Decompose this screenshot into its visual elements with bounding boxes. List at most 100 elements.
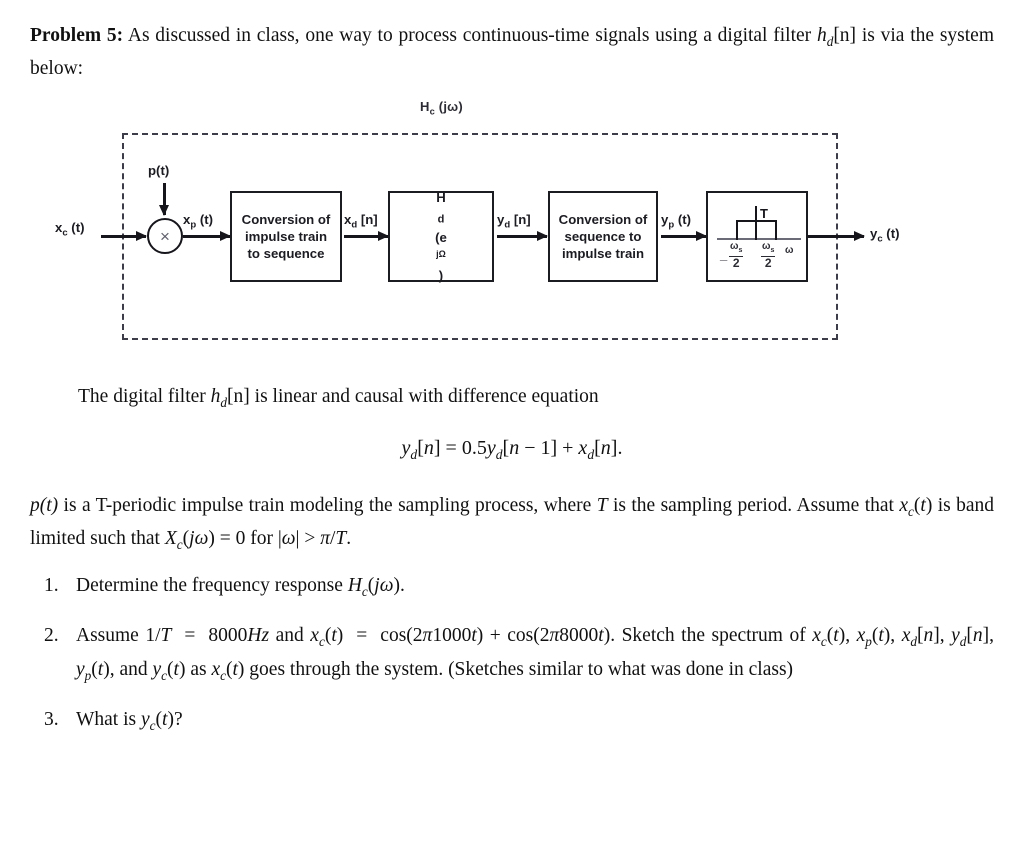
list-item-text-before: Assume — [76, 625, 146, 647]
list-item-math: yc(t) — [140, 709, 174, 734]
hd-symbol: H — [436, 190, 446, 206]
pt-label: p(t) — [148, 163, 169, 178]
sampling-description-paragraph: p(t) is a T-periodic impulse train model… — [30, 492, 994, 558]
block1-line2: impulse train — [244, 229, 328, 244]
list-item-math-4: yc(t) — [152, 658, 186, 683]
list-item-text-mid-2: . Sketch the spectrum of — [610, 625, 813, 647]
list-item: 2.Assume 1/T = 8000Hz and xc(t) = cos(2π… — [30, 622, 994, 689]
list-item-text-before: What is — [76, 709, 141, 731]
lpf-right-denominator: 2 — [764, 256, 772, 270]
difference-equation: yd[n] = 0.5yd[n − 1] + xd[n]. — [401, 437, 623, 462]
block-impulse-train-to-sequence: Conversion of impulse train to sequence — [230, 191, 342, 282]
lpf-left-minus-sign: _ — [720, 247, 728, 262]
yd-subscript: d — [504, 219, 511, 231]
block1-line1: Conversion of — [241, 212, 331, 227]
list-item-number: 2. — [44, 625, 59, 647]
list-item-text-after: goes through the system. (Sketches simil… — [244, 658, 794, 680]
block3-line3: impulse train — [561, 246, 645, 261]
list-item-math-2: xc(t) = cos(2π1000t) + cos(2π8000t) — [310, 625, 611, 650]
arrow-multiplier-to-block1 — [183, 231, 231, 241]
xp-argument: (t) — [196, 212, 213, 227]
xp-signal-label: xp (t) — [183, 212, 213, 231]
multiplier-node: × — [147, 218, 183, 254]
hd-exponent: jΩ — [436, 249, 446, 260]
block3-line1: Conversion of — [558, 212, 648, 227]
pt-para-text-2: is a T-periodic impulse train modeling t… — [58, 495, 597, 516]
hd-subscript: d — [437, 214, 445, 227]
pt-para-text-5: for — [245, 527, 278, 549]
yp-argument: (t) — [674, 212, 691, 227]
intro-filter-symbol: h — [816, 25, 827, 46]
yd-argument: [n] — [510, 212, 531, 227]
arrow-block1-to-block2 — [344, 231, 389, 241]
arrow-pt-to-multiplier — [159, 183, 169, 216]
yp-signal-label: yp (t) — [661, 212, 691, 231]
multiply-icon: × — [160, 226, 170, 246]
list-item-math-5: xc(t) — [211, 658, 245, 683]
arrow-block3-to-lpf — [661, 231, 707, 241]
block3-line2: sequence to — [564, 229, 642, 244]
xd-argument: [n] — [357, 212, 378, 227]
list-item-math-3: xc(t), xp(t), xd[n], yd[n], yp(t), — [76, 625, 995, 683]
lpf-frequency-axis — [717, 238, 801, 241]
list-item-text-mid-1: and — [269, 625, 311, 647]
filter-para-text-1: The digital filter — [78, 386, 211, 407]
filter-para-symbol-arg: [n] — [227, 386, 250, 407]
problem-intro-text-2: is via the system below: — [30, 25, 994, 79]
problem-label: Problem 5: — [30, 25, 124, 46]
problem-intro-paragraph: Problem 5: As discussed in class, one wa… — [30, 22, 994, 82]
lpf-right-omega: ω — [762, 241, 771, 252]
lpf-left-denominator: 2 — [732, 256, 740, 270]
xc-subscript: c — [62, 227, 68, 239]
xc-argument: (t) — [67, 220, 85, 235]
lpf-axis-label: ω — [785, 245, 794, 256]
list-item: 3. What is yc(t)? — [30, 706, 994, 739]
xd-signal-label: xd [n] — [344, 212, 378, 231]
lpf-right-cutoff-label: ωs 2 — [761, 241, 776, 270]
lpf-gain-tick — [755, 206, 758, 240]
intro-filter-argument: [n] — [833, 25, 857, 46]
pt-para-xc: xc(t) — [899, 495, 933, 519]
filter-para-text-2: is linear and causal with difference equ… — [249, 386, 599, 407]
yc-subscript: c — [877, 233, 883, 245]
xc-symbol: x — [55, 220, 63, 235]
problem-intro-text-1: As discussed in class, one way to proces… — [127, 25, 817, 46]
xp-symbol: x — [183, 212, 191, 227]
yd-signal-label: yd [n] — [497, 212, 531, 231]
xd-symbol: x — [344, 212, 352, 227]
system-transfer-function-label: Hc (jω) — [420, 99, 463, 117]
pt-text: p(t) — [148, 163, 170, 178]
yc-symbol: y — [870, 226, 878, 241]
arrow-lpf-to-output — [808, 231, 865, 241]
lpf-gain-label: T — [760, 206, 768, 221]
yp-subscript: p — [668, 219, 675, 231]
filter-para-symbol: h — [210, 386, 221, 407]
hd-argument-close: ) — [438, 267, 444, 283]
lpf-left-omega: ω — [730, 241, 739, 252]
block1-line3: to sequence — [247, 246, 325, 261]
xd-subscript: d — [351, 219, 358, 231]
yc-argument: (t) — [882, 226, 900, 241]
pt-para-condition: |ω| > π/T — [277, 527, 347, 549]
list-item-text-mid-3: and — [114, 658, 153, 680]
list-item-text-mid-4: as — [185, 658, 212, 680]
arrow-input-to-multiplier — [101, 231, 147, 241]
list-item-text-after: . — [399, 575, 405, 596]
xp-subscript: p — [190, 219, 197, 231]
filter-para-symbol-sub: d — [220, 394, 228, 410]
list-item-number: 3. — [44, 709, 59, 731]
pt-para-text-4: is band limited such that — [30, 495, 995, 549]
pt-para-T: T — [596, 495, 608, 516]
arrow-block2-to-block3 — [497, 231, 548, 241]
pt-para-text-3: is the sampling period. Assume that — [607, 495, 900, 516]
lpf-left-omega-sub: s — [738, 247, 743, 254]
output-signal-label: yc (t) — [870, 226, 899, 245]
hc-subscript: c — [429, 106, 435, 117]
question-list: 1.Determine the frequency response Hc(jω… — [30, 572, 994, 757]
list-item-text-after: ? — [173, 709, 183, 731]
block-ideal-lowpass-filter: T _ ωs 2 ωs 2 ω — [706, 191, 808, 282]
list-item-number: 1. — [44, 575, 59, 596]
